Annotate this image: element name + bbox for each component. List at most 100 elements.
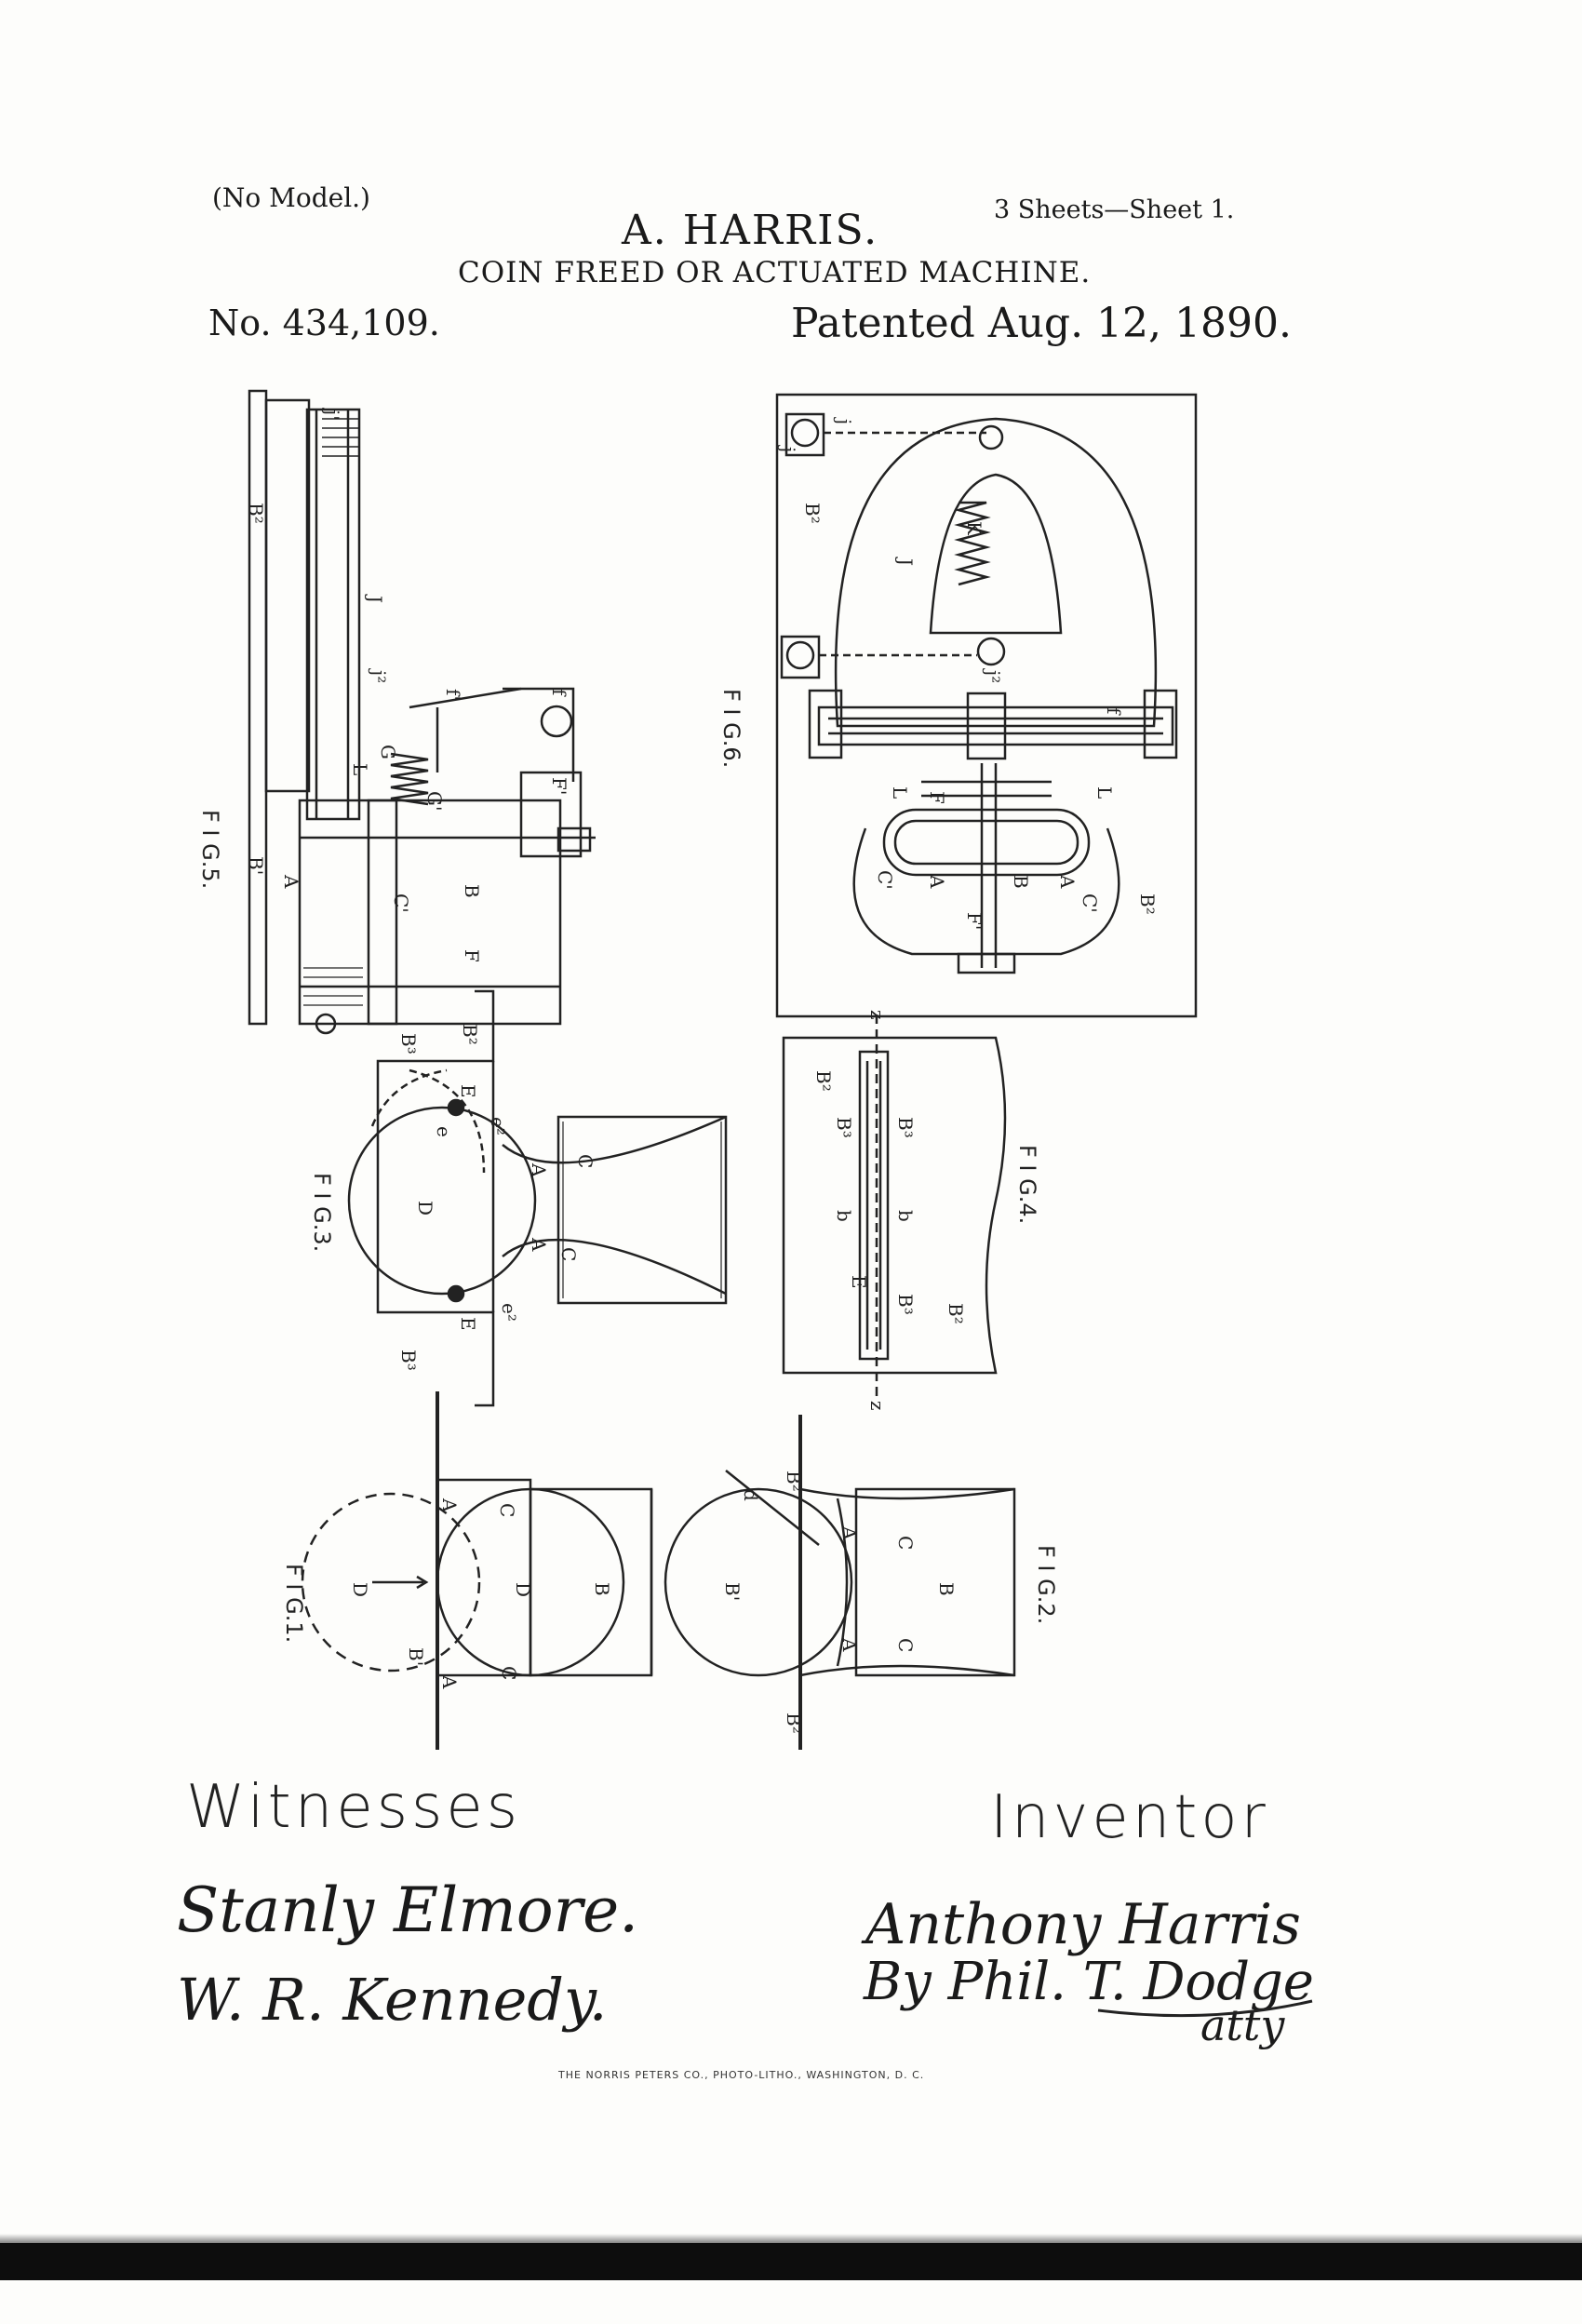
figure-2: F I G.2. B' d B² B² A A C C B [664, 1415, 1059, 1750]
svg-text:J: J [894, 557, 917, 566]
svg-text:L: L [1093, 786, 1116, 799]
fig6-cross-bar [817, 705, 1174, 746]
fig4-slot [858, 1050, 890, 1361]
fig5-pivot [540, 705, 573, 738]
fig6-cradle [852, 827, 1120, 956]
svg-text:A: A [528, 1162, 550, 1177]
sheet-count: 3 Sheets—Sheet 1. [994, 195, 1235, 224]
svg-text:e: e [433, 1126, 455, 1137]
svg-text:A: A [1056, 874, 1079, 889]
svg-text:A: A [838, 1525, 861, 1540]
svg-text:D: D [512, 1582, 534, 1597]
svg-text:B³: B³ [894, 1294, 917, 1315]
fig5-base-plate [248, 389, 268, 1026]
svg-text:C: C [498, 1666, 520, 1680]
patent-number: No. 434,109. [208, 302, 440, 343]
witnesses-label: Witnesses [186, 1773, 522, 1842]
svg-text:B': B' [405, 1647, 427, 1666]
fig2-coin [664, 1487, 853, 1677]
svg-text:B³: B³ [894, 1117, 917, 1138]
svg-text:j': j' [321, 408, 343, 421]
svg-text:F: F [926, 791, 948, 804]
svg-text:D: D [349, 1582, 371, 1597]
no-model-label: (No Model.) [212, 182, 370, 213]
inventor-signature: Anthony Harris [861, 1892, 1301, 1957]
fig4-plate [782, 1036, 1007, 1375]
svg-text:C: C [894, 1536, 917, 1550]
witness-1-signature: Stanly Elmore. [177, 1874, 638, 1946]
svg-text:B²: B² [459, 1024, 481, 1045]
svg-text:j: j [833, 417, 855, 424]
svg-text:B²: B² [245, 503, 267, 524]
svg-text:C: C [557, 1247, 580, 1261]
signatures: Stanly Elmore. W. R. Kennedy. Anthony Ha… [177, 1874, 1314, 2050]
svg-text:A: A [438, 1498, 461, 1512]
fig5-slide [367, 799, 398, 1026]
svg-text:z: z [866, 1401, 889, 1411]
svg-text:f: f [1103, 707, 1125, 716]
svg-text:j': j' [777, 445, 799, 458]
svg-text:B: B [935, 1582, 958, 1596]
fig6-spring [954, 501, 991, 586]
svg-text:F: F [461, 949, 483, 962]
svg-text:B: B [1010, 875, 1032, 889]
inventor-label: Inventor [990, 1783, 1269, 1852]
fig5-housing [298, 799, 562, 1026]
svg-text:E: E [457, 1084, 479, 1098]
svg-text:C: C [496, 1503, 518, 1517]
svg-text:A: A [926, 874, 948, 889]
svg-text:B³: B³ [833, 1117, 855, 1138]
fig6-frame [775, 393, 1198, 1018]
fig3-spring-c1 [502, 1115, 727, 1164]
svg-text:b: b [894, 1210, 917, 1222]
svg-text:B²: B² [801, 503, 824, 524]
fig6-label: F I G.6. [718, 689, 744, 768]
svg-text:C: C [894, 1638, 917, 1652]
fig5-frame [264, 398, 311, 793]
inventor-name-header: A. HARRIS. [622, 207, 879, 254]
fig5-bracket [519, 771, 583, 858]
svg-text:C: C [574, 1154, 597, 1168]
figure-6: F I G.6. B² J K j j' j² L L F f C' C' A … [718, 393, 1198, 1018]
patent-date: Patented Aug. 12, 1890. [791, 300, 1292, 347]
svg-text:B²: B² [812, 1070, 835, 1092]
svg-text:B': B' [245, 856, 267, 875]
fig1-tube [529, 1487, 653, 1677]
svg-text:B²: B² [783, 1471, 805, 1492]
fig2-label: F I G.2. [1033, 1545, 1059, 1624]
svg-text:e²: e² [487, 1117, 509, 1135]
scan-bottom-edge [0, 2243, 1582, 2280]
fig6-coin-slot [882, 808, 1091, 877]
svg-text:B': B' [721, 1582, 744, 1601]
svg-text:b: b [833, 1210, 855, 1222]
svg-text:F': F' [548, 777, 570, 795]
fig3-spring-c2 [502, 1238, 727, 1296]
svg-text:z: z [866, 1010, 889, 1020]
svg-text:A: A [838, 1637, 861, 1652]
svg-text:f': f' [442, 689, 464, 701]
svg-text:f: f [548, 689, 570, 697]
witness-2-signature: W. R. Kennedy. [177, 1966, 608, 2034]
svg-text:C': C' [390, 893, 412, 913]
figure-5: F I G.5. B² B' A J j' j² L G G' f' f F' … [197, 389, 596, 1035]
svg-text:d: d [740, 1489, 762, 1501]
attorney-signature: By Phil. T. Dodge [863, 1952, 1314, 2012]
svg-text:B³: B³ [397, 1350, 420, 1371]
svg-text:C': C' [1079, 893, 1101, 913]
svg-text:B²: B² [1136, 893, 1159, 915]
fig5-rack-top [322, 409, 359, 457]
figure-4: F I G.4. B² B² B³ B³ B³ b b E z z [782, 1010, 1040, 1411]
svg-text:F': F' [963, 912, 985, 930]
svg-text:E: E [848, 1275, 870, 1289]
fig5-label: F I G.5. [197, 810, 223, 889]
fig5-spring [390, 752, 429, 806]
fig3-housing [376, 989, 495, 1407]
fig1-label: F I G.1. [281, 1564, 307, 1643]
svg-text:C': C' [874, 870, 896, 890]
svg-text:B³: B³ [397, 1033, 420, 1055]
fig3-coin [347, 1106, 537, 1296]
svg-text:A: A [528, 1237, 550, 1252]
fig2-tube [854, 1487, 1016, 1677]
fig1-coin-dashed [301, 1492, 481, 1672]
